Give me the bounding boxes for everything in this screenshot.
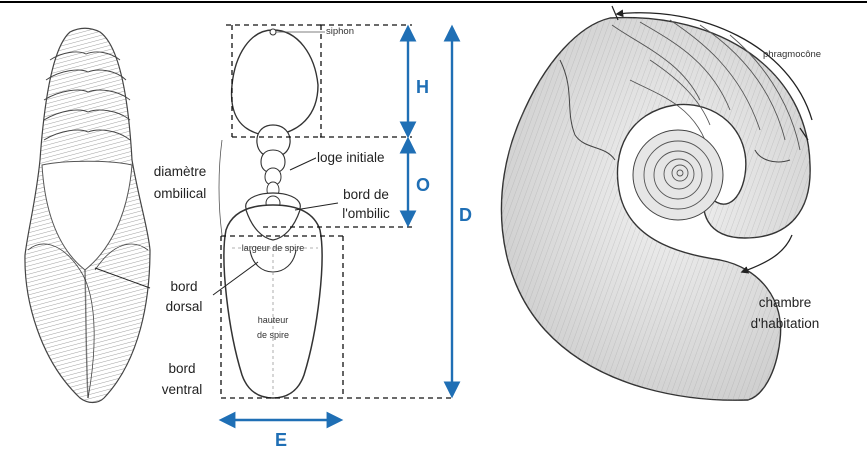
front-view-shell-drawing bbox=[25, 28, 150, 402]
dorsal-edge-label-line2: dorsal bbox=[155, 299, 213, 315]
ventral-edge-label-line1: bord bbox=[152, 361, 212, 377]
dorsal-edge-label-line1: bord bbox=[155, 279, 213, 295]
dimension-label-O: O bbox=[416, 175, 430, 195]
phragmocone-label: phragmocône bbox=[763, 49, 821, 60]
whorl-width-label: largeur de spire bbox=[232, 243, 314, 254]
whorl-height-label-line2: de spire bbox=[245, 330, 301, 341]
body-chamber-arrow bbox=[742, 235, 792, 272]
body-chamber-label-line2: d'habitation bbox=[735, 316, 835, 332]
umbilical-diameter-label-line1: diamètre bbox=[143, 164, 217, 180]
ventral-edge-label-line2: ventral bbox=[152, 382, 212, 398]
umbilical-edge-label-line1: bord de bbox=[333, 187, 399, 203]
initial-chamber-label: loge initiale bbox=[316, 150, 386, 166]
whorl-height-label-line1: hauteur bbox=[245, 315, 301, 326]
siphon-label: siphon bbox=[326, 26, 354, 37]
dimension-label-E: E bbox=[275, 430, 287, 449]
lateral-view-shell-drawing bbox=[501, 6, 812, 400]
dimension-label-H: H bbox=[416, 77, 429, 97]
body-chamber-label-line1: chambre bbox=[735, 295, 835, 311]
dimension-label-D: D bbox=[459, 205, 472, 225]
umbilical-edge-label-line2: l'ombilic bbox=[333, 206, 399, 222]
umbilical-diameter-label-line2: ombilical bbox=[143, 186, 217, 202]
